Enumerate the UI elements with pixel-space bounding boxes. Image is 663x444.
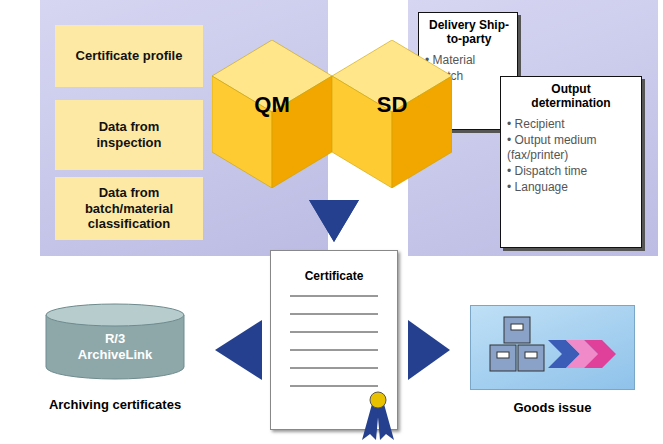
module-cube: SD (332, 40, 452, 188)
database-caption: Archiving certificates (25, 397, 205, 413)
certificate-document: Certificate (270, 250, 398, 430)
box-label: Data from inspection (74, 119, 184, 150)
flow-arrow (309, 200, 359, 242)
source-box: Data from inspection (55, 100, 203, 170)
goods-issue-box: Goods issue (470, 305, 635, 390)
flow-arrow (309, 200, 359, 242)
goods-caption: Goods issue (471, 400, 634, 416)
cylinder-top (46, 304, 184, 326)
bullet-item: • Language (507, 180, 635, 194)
archive-database: R/3 ArchiveLinkArchiving certificates (45, 303, 185, 381)
document-title: Certificate (271, 269, 397, 283)
flow-arrow (215, 320, 262, 380)
box-label: Certificate profile (59, 48, 199, 64)
flow-arrow (408, 320, 450, 380)
info-box: Output determination • Recipient • Output … (500, 76, 642, 248)
box-heading: Output determination (521, 82, 621, 111)
cube-label: QM (212, 92, 332, 118)
source-box: Data from batch/material classification (55, 177, 203, 240)
box-heading: Delivery Ship-to-party (425, 18, 513, 47)
database-label: R/3 ArchiveLink (70, 331, 160, 362)
bullet-item: • Recipient (507, 117, 635, 131)
module-cube: QM (212, 40, 332, 188)
box-label: Data from batch/material classification (74, 185, 184, 232)
cube-label: SD (332, 92, 452, 118)
bullet-item: • Dispatch time (507, 164, 635, 178)
bullet-item: • Material (425, 53, 511, 67)
source-box: Certificate profile (55, 25, 203, 87)
bullet-item: • Output medium (fax/printer) (507, 133, 635, 162)
